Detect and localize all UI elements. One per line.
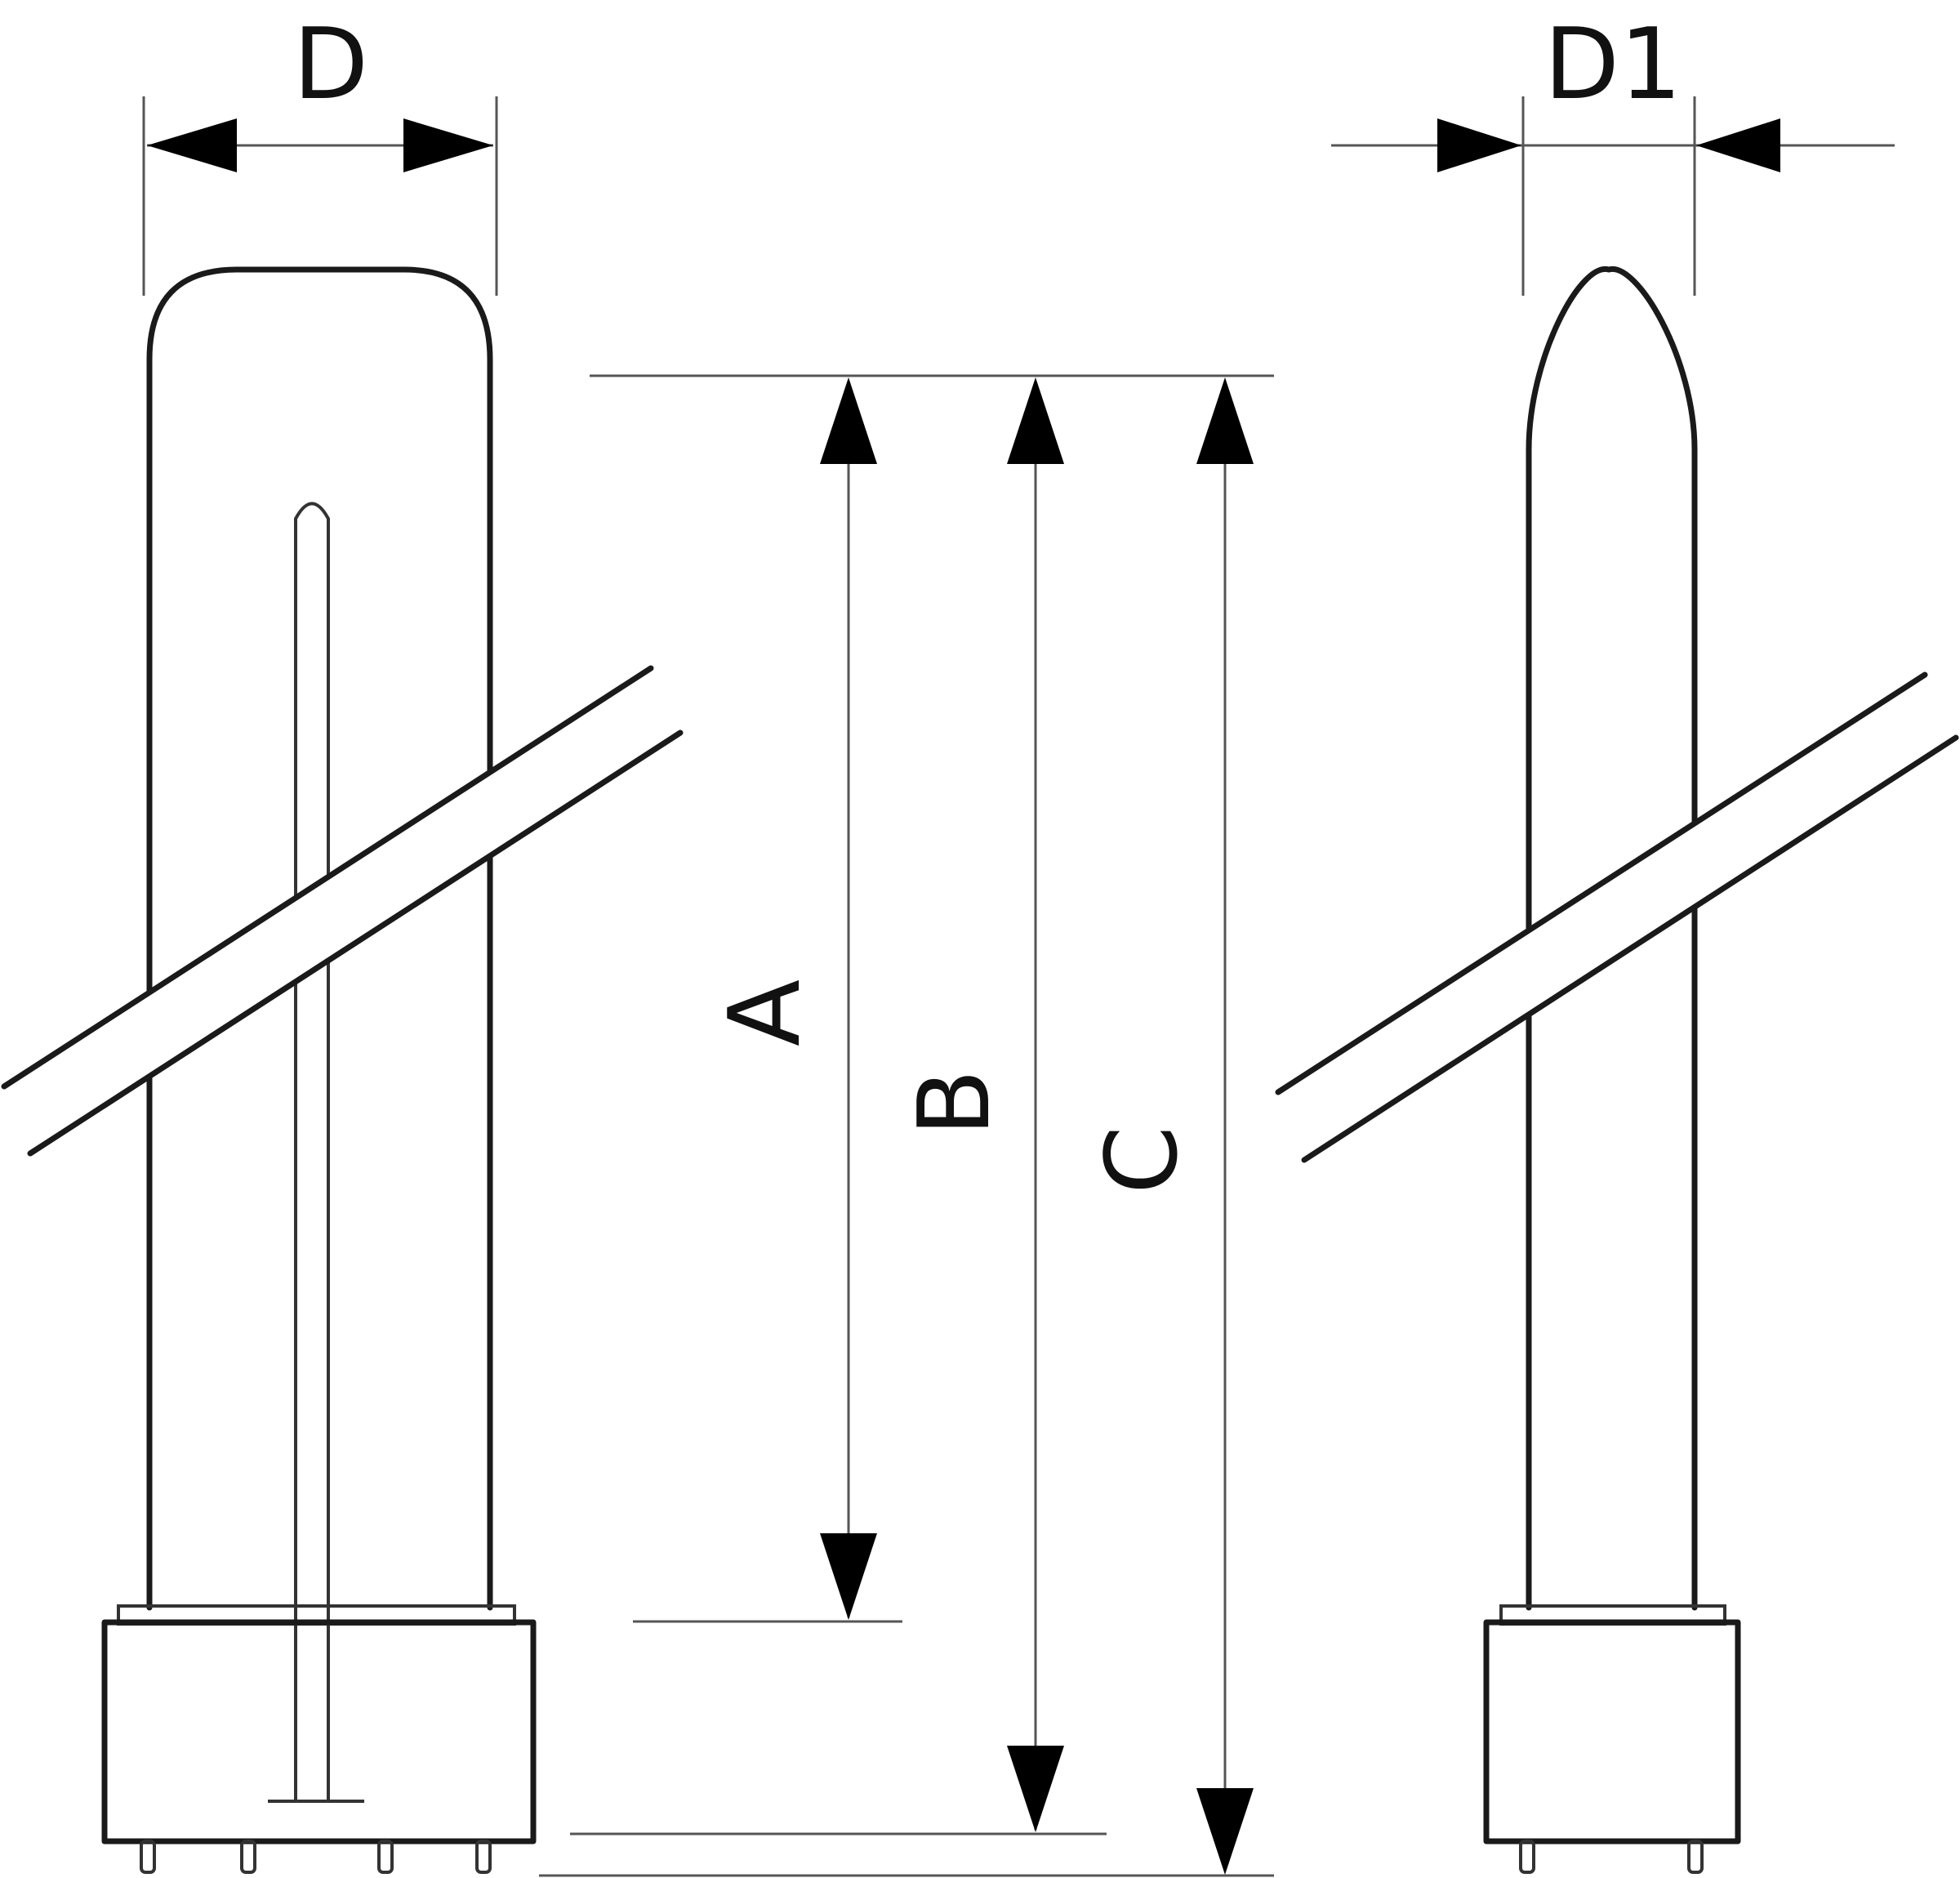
lamp-side-outline bbox=[1526, 266, 1698, 1611]
side-base-cap bbox=[1483, 1619, 1741, 1845]
lamp-tube-outline bbox=[146, 266, 493, 1611]
dimension-d1: D1 bbox=[1331, 8, 1895, 296]
break-symbol-left bbox=[0, 665, 684, 1157]
dimension-label-d: D bbox=[293, 8, 368, 122]
inner-rod bbox=[294, 502, 330, 1801]
lamp-side-view bbox=[1483, 266, 1741, 1874]
lamp-front-view bbox=[101, 266, 537, 1874]
side-base-pins bbox=[1519, 1840, 1704, 1874]
dimension-label-a: A bbox=[709, 979, 822, 1046]
reference-lines bbox=[539, 374, 1274, 1877]
dimension-d: D bbox=[142, 8, 498, 296]
base-pins bbox=[140, 1840, 492, 1874]
dimension-c: C bbox=[1086, 377, 1254, 1875]
dimension-b: B bbox=[898, 377, 1064, 1832]
dimension-label-d1: D1 bbox=[1544, 8, 1682, 122]
base-cap bbox=[101, 1619, 537, 1845]
dimension-label-b: B bbox=[898, 1069, 1012, 1136]
dimension-a: A bbox=[709, 377, 877, 1620]
break-symbol-right bbox=[1274, 671, 1960, 1163]
dimension-label-c: C bbox=[1086, 1126, 1200, 1194]
